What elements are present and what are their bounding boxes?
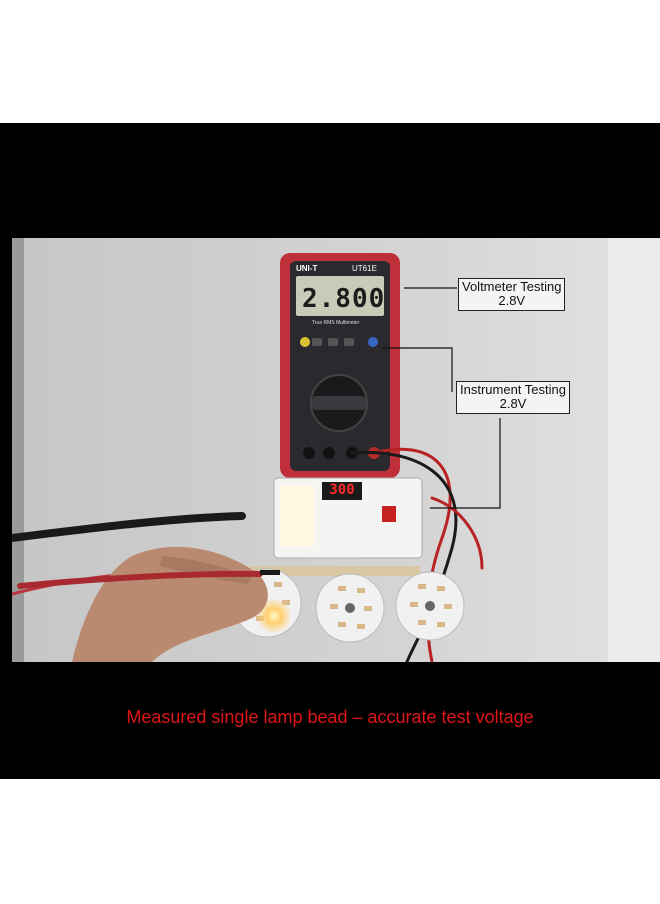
product-photo: 2.800 UNI-T UT61E True RMS Multimeter 30… bbox=[12, 238, 660, 662]
led-tester bbox=[273, 477, 423, 559]
hand-with-probe bbox=[17, 546, 280, 662]
voltmeter-testing-label: Voltmeter Testing 2.8V bbox=[458, 278, 566, 311]
multimeter bbox=[280, 253, 400, 478]
photo-caption: Measured single lamp bead – accurate tes… bbox=[126, 707, 534, 727]
meter-subtitle: True RMS Multimeter bbox=[312, 320, 360, 326]
meter-display: 2.800 bbox=[302, 284, 386, 314]
tester-display: 300 bbox=[329, 482, 355, 498]
annotation-leaders bbox=[382, 287, 501, 509]
meter-model: UT61E bbox=[352, 264, 377, 273]
meter-brand: UNI-T bbox=[296, 264, 318, 273]
instrument-testing-label: Instrument Testing 2.8V bbox=[456, 381, 570, 414]
